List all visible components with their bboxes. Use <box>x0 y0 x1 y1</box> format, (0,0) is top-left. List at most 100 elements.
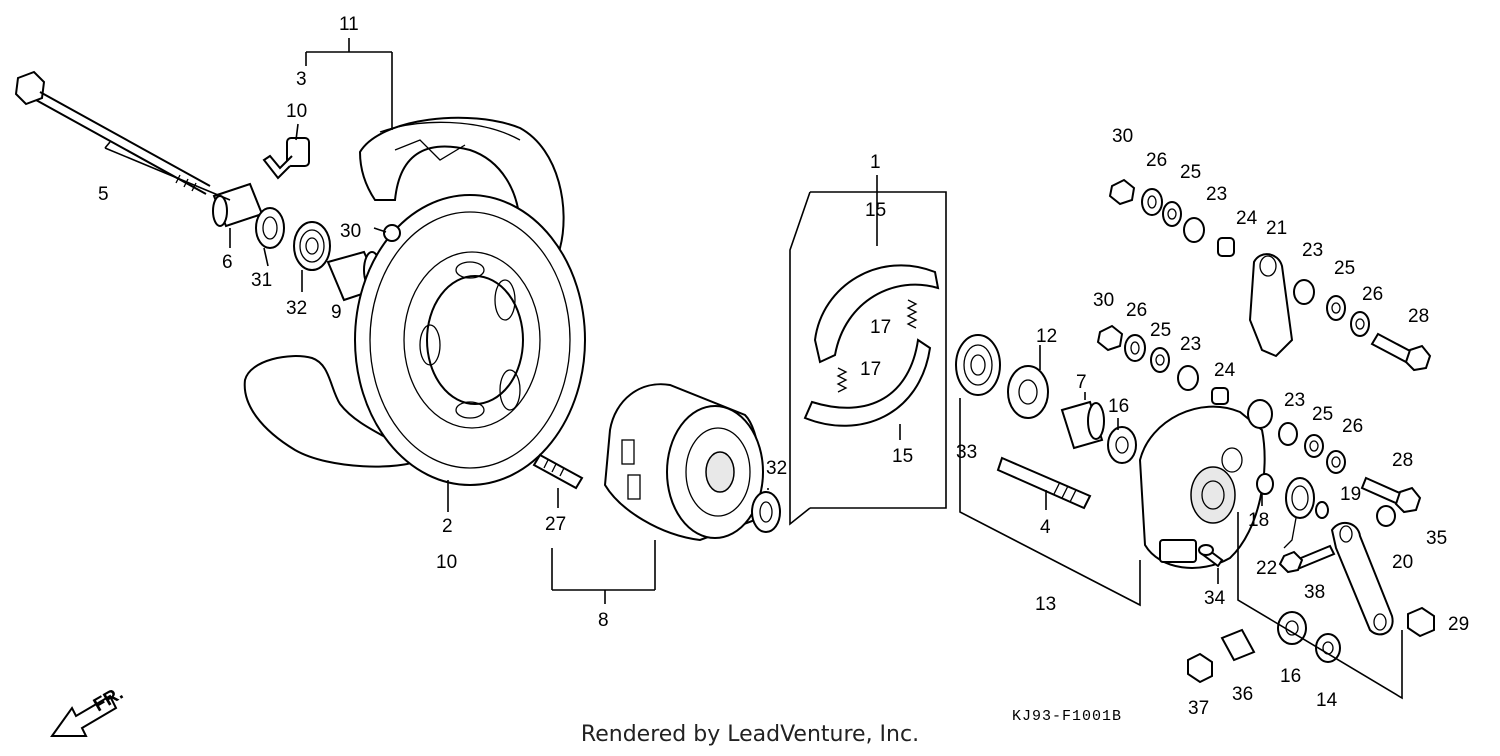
callout-4: 4 <box>1040 517 1051 538</box>
callout-26: 26 <box>1146 150 1167 171</box>
bushing-7 <box>1060 400 1105 450</box>
collar-23-right <box>1278 422 1298 446</box>
washer-26-right <box>1326 450 1346 474</box>
callout-32: 32 <box>286 298 307 319</box>
callout-27: 27 <box>545 514 566 535</box>
callout-25: 25 <box>1312 404 1333 425</box>
nut-30-rim <box>383 224 401 242</box>
callout-30: 30 <box>340 221 361 242</box>
washer-26-mid <box>1124 334 1146 362</box>
callout-23: 23 <box>1284 390 1305 411</box>
callout-15: 15 <box>865 200 886 221</box>
bolt-28-upper <box>1370 332 1432 372</box>
callout-37: 37 <box>1188 698 1209 719</box>
callout-12: 12 <box>1036 326 1057 347</box>
washer-25-right <box>1304 434 1324 458</box>
brake-shoe-lower <box>803 338 932 427</box>
callout-36: 36 <box>1232 684 1253 705</box>
callout-7: 7 <box>1076 372 1087 393</box>
callout-29: 29 <box>1448 614 1469 635</box>
washer-35 <box>1376 505 1396 527</box>
axle-bolt <box>14 70 211 195</box>
callout-6: 6 <box>222 252 233 273</box>
callout-13: 13 <box>1035 594 1056 615</box>
clip-22 <box>1315 501 1329 519</box>
bushing-16-upper <box>1107 426 1137 464</box>
washer-18 <box>1256 473 1274 495</box>
pin-24-upper <box>1217 237 1235 257</box>
brake-panel <box>1138 405 1266 569</box>
bearing-32-right <box>751 491 781 533</box>
callout-26: 26 <box>1342 416 1363 437</box>
nut-30-upper <box>1108 178 1136 206</box>
callout-5: 5 <box>98 184 109 205</box>
callout-25: 25 <box>1180 162 1201 183</box>
callout-17: 17 <box>860 359 881 380</box>
washer-26-arm <box>1350 311 1370 337</box>
washer-25-arm <box>1326 295 1346 321</box>
washer-25-upper <box>1162 201 1182 227</box>
nut-30-mid <box>1096 324 1124 352</box>
callout-9: 9 <box>331 302 342 323</box>
callout-16: 16 <box>1280 666 1301 687</box>
callout-2: 2 <box>442 516 453 537</box>
callout-38: 38 <box>1304 582 1325 603</box>
callout-3: 3 <box>296 69 307 90</box>
callout-30: 30 <box>1093 290 1114 311</box>
collar-23-arm <box>1293 279 1315 305</box>
callout-35: 35 <box>1426 528 1447 549</box>
collar-36 <box>1220 628 1256 662</box>
callout-16: 16 <box>1108 396 1129 417</box>
callout-23: 23 <box>1180 334 1201 355</box>
callout-22: 22 <box>1256 558 1277 579</box>
callout-23: 23 <box>1206 184 1227 205</box>
stud-bolt <box>532 453 584 490</box>
callout-28: 28 <box>1408 306 1429 327</box>
bearing-32-left <box>293 221 331 271</box>
boss-mid <box>1247 399 1273 429</box>
pin-24-mid <box>1211 387 1229 405</box>
callout-33: 33 <box>956 442 977 463</box>
nut-37 <box>1187 652 1213 684</box>
oil-seal-31 <box>255 207 285 249</box>
collar-23-mid <box>1177 365 1199 391</box>
callout-31: 31 <box>251 270 272 291</box>
callout-21: 21 <box>1266 218 1287 239</box>
nut-29 <box>1407 606 1435 638</box>
bolt-38 <box>1278 544 1336 574</box>
callout-23: 23 <box>1302 240 1323 261</box>
callout-26: 26 <box>1126 300 1147 321</box>
callout-8: 8 <box>598 610 609 631</box>
collar-23-upper <box>1183 217 1205 243</box>
callout-labels: 11 3 10 5 30 6 31 32 9 2 10 27 8 32 1 15… <box>98 14 1469 719</box>
callout-28: 28 <box>1392 450 1413 471</box>
wheel-rim <box>354 194 586 486</box>
rear-hub <box>603 383 764 542</box>
bearing-33 <box>955 334 1001 396</box>
callout-14: 14 <box>1316 690 1338 711</box>
brake-shoe-upper <box>813 264 940 364</box>
footer-credit: Rendered by LeadVenture, Inc. <box>580 722 920 747</box>
callout-17: 17 <box>870 317 891 338</box>
callout-34: 34 <box>1204 588 1226 609</box>
spring-19 <box>1283 477 1315 549</box>
callout-19: 19 <box>1340 484 1361 505</box>
callout-20: 20 <box>1392 552 1413 573</box>
arm-21 <box>1248 253 1294 358</box>
callout-24: 24 <box>1236 208 1258 229</box>
diagram-code: KJ93-F1001B <box>1012 708 1123 725</box>
callout-1: 1 <box>870 152 881 173</box>
spring-17-lower <box>836 367 848 393</box>
callout-32: 32 <box>766 458 787 479</box>
washer-25-mid <box>1150 347 1170 373</box>
callout-11: 11 <box>339 14 359 35</box>
spring-17-upper <box>906 299 918 329</box>
arm-20 <box>1330 521 1394 636</box>
washer-14 <box>1315 633 1341 663</box>
tire-valve <box>262 137 310 180</box>
callout-26: 26 <box>1362 284 1383 305</box>
callout-15: 15 <box>892 446 913 467</box>
leader-lines <box>104 38 1403 700</box>
callout-10: 10 <box>436 552 457 573</box>
